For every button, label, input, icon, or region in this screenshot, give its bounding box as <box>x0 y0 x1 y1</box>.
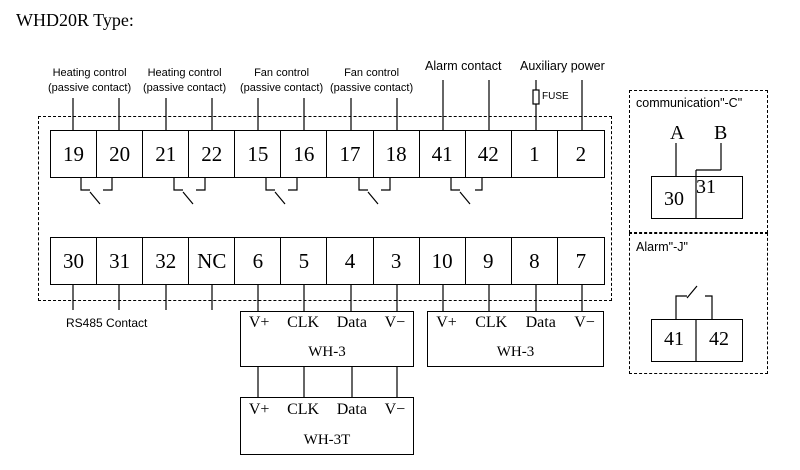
wh3-right-box <box>427 311 604 367</box>
terminal-6: 6 <box>235 238 282 284</box>
comm-terminal-31: 31 <box>696 176 716 198</box>
top-terminal-strip: 19 20 21 22 15 16 17 18 41 42 1 2 <box>50 130 605 178</box>
alarm-terminal-41: 41 <box>664 328 684 350</box>
terminal-5: 5 <box>281 238 328 284</box>
terminal-1: 1 <box>512 131 558 177</box>
alarm-panel <box>629 233 768 374</box>
terminal-10: 10 <box>420 238 466 284</box>
fuse-symbol <box>532 89 540 105</box>
wh3t-box <box>240 397 414 455</box>
fan-control-label-1: Fan control(passive contact) <box>240 67 324 94</box>
terminal-17: 17 <box>327 131 374 177</box>
fan-control-label-2: Fan control(passive contact) <box>330 67 414 94</box>
terminal-22: 22 <box>189 131 236 177</box>
pin-clk: CLK <box>287 401 320 418</box>
comm-terminal-box <box>651 176 743 219</box>
alarm-relay-contact-symbol <box>675 285 713 319</box>
relay-contact-symbol <box>450 178 483 205</box>
diagram-title: WHD20R Type: <box>16 10 134 30</box>
terminal-42: 42 <box>466 131 512 177</box>
terminal-7: 7 <box>575 248 587 273</box>
communication-panel <box>629 90 768 233</box>
rs485-contact-label: RS485 Contact <box>66 316 148 330</box>
relay-contact-symbol <box>173 178 206 205</box>
pin-data: Data <box>336 401 367 418</box>
wh3t-name: WH-3T <box>303 432 351 448</box>
terminal-9: 9 <box>466 238 512 284</box>
terminal-18: 18 <box>374 131 420 177</box>
pin-data: Data <box>336 314 367 331</box>
heating-control-label-1: Heating control(passive contact) <box>48 67 132 94</box>
terminal-21: 21 <box>143 131 190 177</box>
wh3-left-pins: V+ CLK Data V− <box>240 314 414 332</box>
bottom-terminal-strip: 30 31 32 NC 6 5 4 3 10 9 8 7 <box>50 237 605 285</box>
wh3-left-name: WH-3 <box>308 344 346 360</box>
terminal-2: 2 <box>575 141 587 166</box>
pin-data: Data <box>525 314 556 331</box>
terminal-41: 41 <box>420 131 466 177</box>
pin-v-plus: V+ <box>248 314 270 331</box>
terminal-3: 3 <box>374 238 420 284</box>
pin-clk: CLK <box>287 314 320 331</box>
alarm-terminal-box <box>651 319 743 362</box>
comm-terminal-30: 30 <box>664 188 684 210</box>
fuse-label: FUSE <box>542 91 569 102</box>
pin-v-plus: V+ <box>248 401 270 418</box>
terminal-20: 20 <box>97 131 144 177</box>
terminal-b-label: B <box>714 122 728 144</box>
wh3t-pins: V+ CLK Data V− <box>240 401 414 419</box>
pin-clk: CLK <box>475 314 508 331</box>
wh3-right-pins: V+ CLK Data V− <box>427 314 604 332</box>
terminal-16: 16 <box>281 131 328 177</box>
relay-contact-symbol <box>358 178 391 205</box>
alarm-terminal-42: 42 <box>709 328 729 350</box>
pin-v-minus: V− <box>384 401 406 418</box>
communication-panel-title: communication"-C" <box>636 96 743 110</box>
relay-contact-symbol <box>80 178 113 205</box>
wh3-left-box <box>240 311 414 367</box>
terminal-4: 4 <box>327 238 374 284</box>
pin-v-minus: V− <box>574 314 595 331</box>
terminal-19: 19 <box>51 131 98 177</box>
terminal-32: 32 <box>143 238 190 284</box>
pin-v-plus: V+ <box>436 314 457 331</box>
wh3-right-name: WH-3 <box>496 344 535 360</box>
alarm-panel-title: Alarm"-J" <box>636 240 688 254</box>
terminal-nc: NC <box>189 238 236 284</box>
terminal-30: 30 <box>51 238 98 284</box>
terminal-a-label: A <box>670 122 685 144</box>
auxiliary-power-label: Auxiliary power <box>520 59 605 73</box>
terminal-8: 8 <box>512 238 558 284</box>
heating-control-label-2: Heating control(passive contact) <box>143 67 227 94</box>
terminal-block-enclosure <box>38 116 612 301</box>
relay-contact-symbol <box>265 178 298 205</box>
alarm-contact-label: Alarm contact <box>425 59 502 73</box>
terminal-31: 31 <box>97 238 144 284</box>
terminal-15: 15 <box>235 131 282 177</box>
pin-v-minus: V− <box>384 314 406 331</box>
